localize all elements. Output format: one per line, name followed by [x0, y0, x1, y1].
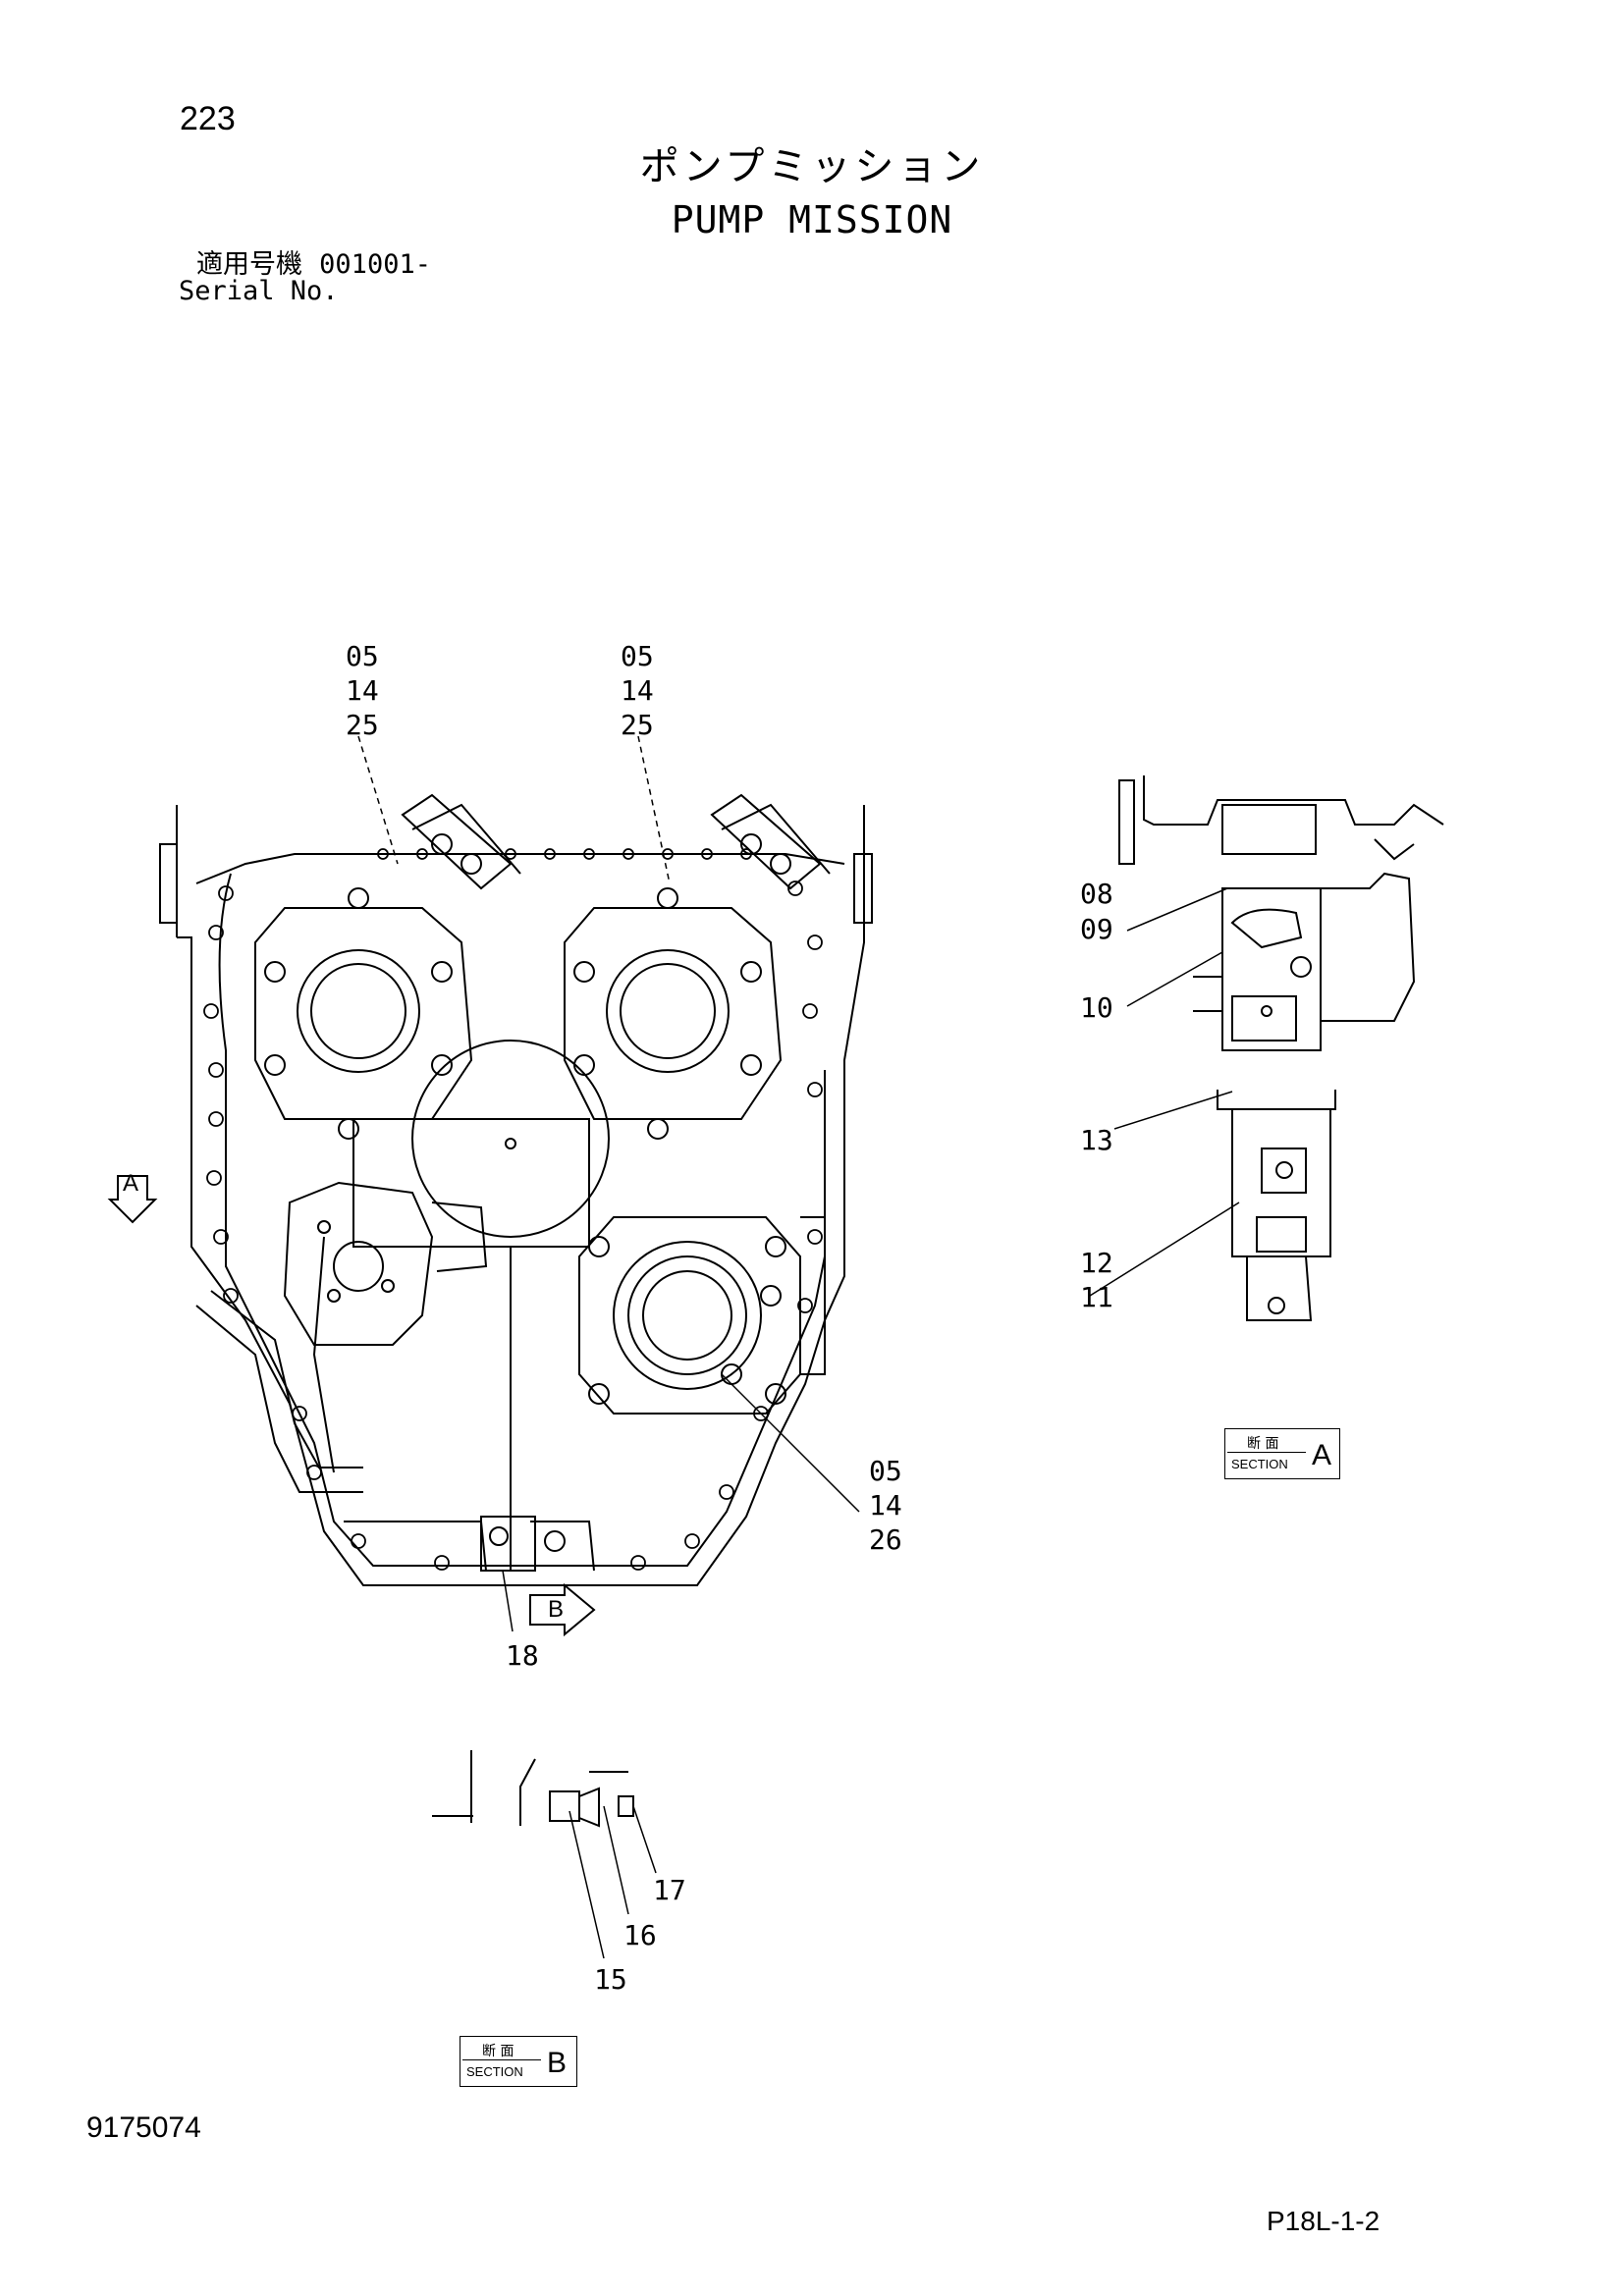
- callout-middle-25: 25: [621, 709, 654, 741]
- serial-row: 適用号機 001001-: [196, 251, 431, 278]
- section-b-jp: 断 面: [482, 2044, 514, 2059]
- callout-sec-a-11: 11: [1080, 1281, 1113, 1313]
- callout-middle-05: 05: [621, 640, 654, 672]
- housing-outline: [159, 805, 873, 1586]
- central-gear-cover: [411, 1040, 610, 1238]
- callout-lower-26: 26: [869, 1523, 902, 1556]
- serial-label-en: Serial No.: [179, 276, 339, 306]
- serial-label-jp: 適用号機: [196, 249, 302, 280]
- callout-lower-05: 05: [869, 1455, 902, 1487]
- pump-flange-left: [254, 793, 521, 1140]
- leader-lines-section-b: [568, 1805, 657, 1959]
- callout-left-05: 05: [346, 640, 379, 672]
- bolt-holes: [203, 848, 823, 1571]
- section-a-label: 断 面 SECTION A: [1224, 1428, 1340, 1479]
- title-english: PUMP MISSION: [671, 198, 953, 241]
- callout-sec-b-16: 16: [623, 1919, 657, 1951]
- serial-value: 001001-: [319, 249, 431, 280]
- pump-flange-lower: [578, 1216, 826, 1415]
- leader-lines-section-a: [1089, 887, 1240, 1297]
- callout-sec-a-08: 08: [1080, 878, 1113, 910]
- aux-pump-left: [195, 1181, 488, 1493]
- callout-left-14: 14: [346, 674, 379, 707]
- drain-plug: [480, 1516, 566, 1572]
- callout-sec-b-15: 15: [594, 1963, 627, 1996]
- callout-middle-14: 14: [621, 674, 654, 707]
- section-b-label: 断 面 SECTION B: [460, 2036, 577, 2087]
- section-b-letter: B: [547, 2047, 568, 2079]
- arrow-b-marker: [529, 1582, 596, 1637]
- callout-sec-a-12: 12: [1080, 1247, 1113, 1279]
- section-b-view: [432, 1750, 634, 1828]
- section-a-letter: A: [1312, 1439, 1332, 1471]
- callout-drain-18: 18: [506, 1639, 539, 1672]
- callout-sec-b-17: 17: [653, 1874, 686, 1906]
- section-b-en: SECTION: [466, 2064, 523, 2079]
- title-japanese: ポンプミッション: [639, 144, 985, 189]
- section-a-jp: 断 面: [1247, 1436, 1279, 1452]
- arrow-a-marker: [107, 1175, 158, 1224]
- section-a-view: [1118, 775, 1444, 1321]
- callout-lower-14: 14: [869, 1489, 902, 1522]
- section-a-en: SECTION: [1231, 1457, 1288, 1471]
- callout-sec-a-09: 09: [1080, 913, 1113, 945]
- page-reference: P18L-1-2: [1267, 2206, 1380, 2236]
- callout-sec-a-13: 13: [1080, 1124, 1113, 1156]
- view-arrow-b-letter: B: [548, 1596, 565, 1623]
- document-number: 9175074: [86, 2111, 201, 2144]
- leader-lines-main: [357, 735, 860, 1632]
- view-arrow-a-letter: A: [123, 1170, 139, 1197]
- callout-sec-a-10: 10: [1080, 991, 1113, 1024]
- pump-flange-middle: [564, 793, 831, 1140]
- page-number: 223: [180, 100, 236, 137]
- callout-left-25: 25: [346, 709, 379, 741]
